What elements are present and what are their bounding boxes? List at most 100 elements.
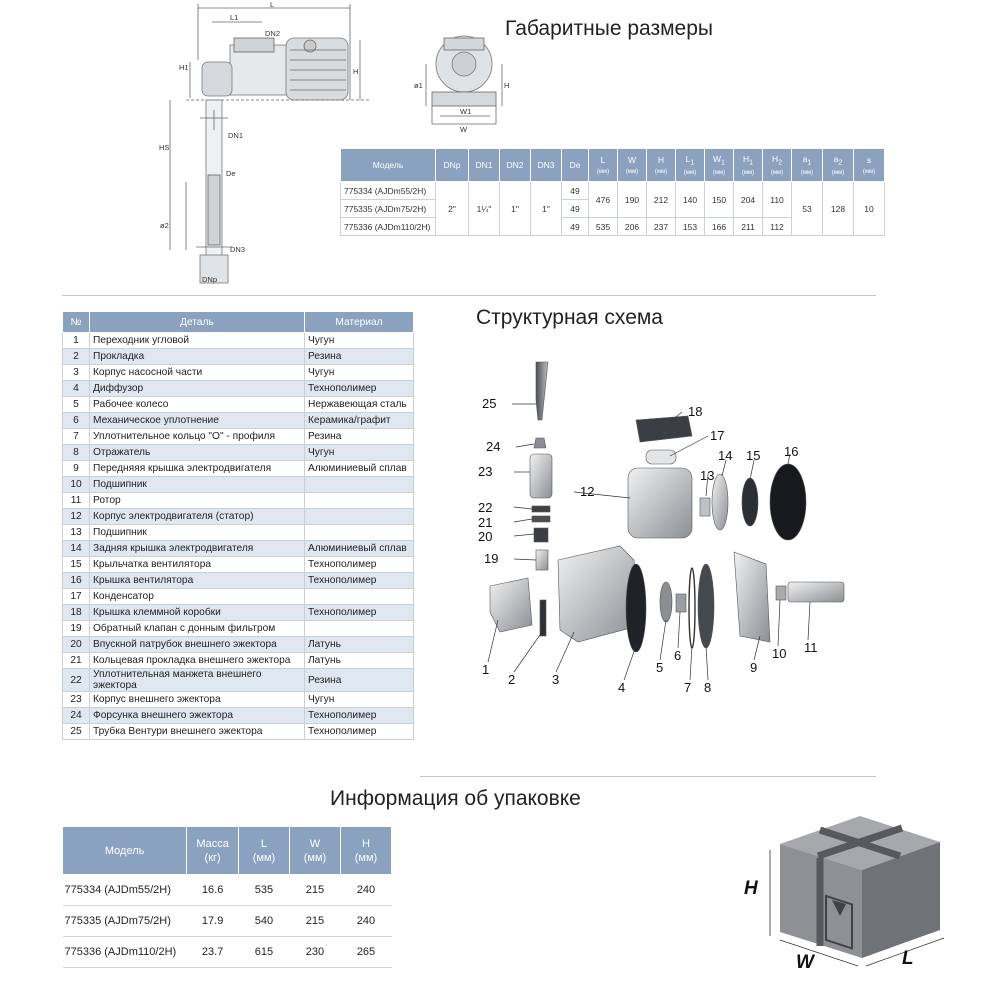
part-number-cell: 9 [62, 460, 90, 477]
callout-14: 14 [718, 448, 732, 463]
part-material-cell: Технополимер [304, 380, 414, 397]
pack-header-model: Модель [61, 826, 188, 875]
dim-label-W1: W1 [460, 107, 471, 116]
ejector-cuff [531, 505, 551, 513]
dim-header-de: De [561, 148, 589, 182]
part-number-cell: 17 [62, 588, 90, 605]
part-name-cell: Механическое уплотнение [89, 412, 305, 429]
part-name-cell: Передняяя крышка электродвигателя [89, 460, 305, 477]
part-material-cell: Керамика/графит [304, 412, 414, 429]
dim-w-cell: 190 [617, 181, 647, 218]
part-number-cell: 25 [62, 723, 90, 740]
callout-5: 5 [656, 660, 663, 675]
mechanical-seal [675, 593, 687, 613]
part-material-cell: Чугун [304, 364, 414, 381]
pack-mass-cell: 23.7 [186, 936, 239, 968]
part-material-cell: Технополимер [304, 604, 414, 621]
dim-label-H2: H2 [504, 81, 510, 90]
packaging-title: Информация об упаковке [330, 787, 581, 810]
elbow-adapter [489, 577, 533, 633]
pack-mass-cell: 17.9 [186, 905, 239, 937]
part-number-cell: 1 [62, 332, 90, 349]
dim-header-h2: H2(мм) [762, 148, 792, 182]
dim-dnp-cell: 2" [435, 181, 469, 236]
callout-24: 24 [486, 439, 500, 454]
part-name-cell: Трубка Вентури внешнего эжектора [89, 723, 305, 740]
dim-header-model: Модель [340, 148, 436, 182]
callout-4: 4 [618, 680, 625, 695]
part-name-cell: Ротор [89, 492, 305, 509]
part-name-cell: Корпус внешнего эжектора [89, 691, 305, 708]
pack-model-cell: 775334 (AJDm55/2H) [62, 874, 187, 906]
exploded-view-diagram: 25 24 23 22 21 20 19 12 18 17 13 14 15 1… [478, 361, 845, 695]
part-material-cell: Технополимер [304, 556, 414, 573]
gasket [539, 599, 547, 637]
callout-9: 9 [750, 660, 757, 675]
dim-dn1-cell: 1¼" [468, 181, 500, 236]
divider [420, 776, 876, 777]
part-name-cell: Корпус насосной части [89, 364, 305, 381]
inlet-pipe [533, 527, 549, 543]
dim-de-cell: 49 [561, 217, 589, 236]
part-name-cell: Отражатель [89, 444, 305, 461]
dim-header-dn3: DN3 [530, 148, 562, 182]
part-number-cell: 20 [62, 636, 90, 653]
callout-23: 23 [478, 464, 492, 479]
pack-w-cell: 215 [289, 905, 341, 937]
part-material-cell: Латунь [304, 652, 414, 669]
bearing [775, 585, 787, 601]
dim-label-HS: HS [159, 143, 169, 152]
pack-l-cell: 535 [238, 874, 290, 906]
dim-header-dnp: DNp [435, 148, 469, 182]
terminal-box-cover [635, 415, 693, 443]
part-name-cell: Впускной патрубок внешнего эжектора [89, 636, 305, 653]
dim-h-cell: 212 [646, 181, 676, 218]
dim-label-DN2: DN2 [265, 29, 280, 38]
pack-h-cell: 265 [340, 936, 392, 968]
callout-7: 7 [684, 680, 691, 695]
pump-body [557, 545, 639, 643]
callout-3: 3 [552, 672, 559, 687]
dim-l1-cell: 140 [675, 181, 705, 218]
pack-h-cell: 240 [340, 905, 392, 937]
pack-model-cell: 775336 (AJDm110/2H) [62, 936, 187, 968]
callout-15: 15 [746, 448, 760, 463]
pump-front-view: ø1 H2 W1 W [414, 35, 510, 134]
capacitor [645, 449, 677, 465]
part-material-cell [304, 508, 414, 525]
dim-label-DN3: DN3 [230, 245, 245, 254]
dim-header-l1: L1(мм) [675, 148, 705, 182]
pack-w-cell: 230 [289, 936, 341, 968]
dim-de-cell: 49 [561, 181, 589, 200]
callout-6: 6 [674, 648, 681, 663]
part-number-cell: 2 [62, 348, 90, 365]
part-material-cell: Чугун [304, 691, 414, 708]
part-material-cell [304, 524, 414, 541]
part-material-cell: Алюминиевый сплав [304, 460, 414, 477]
structure-title: Структурная схема [476, 306, 663, 329]
dim-header-w1: W1(мм) [704, 148, 734, 182]
dim-l-cell: 476 [588, 181, 618, 218]
dim-label-L1: L1 [230, 13, 238, 22]
dim-label-H: H [353, 67, 358, 76]
part-number-cell: 3 [62, 364, 90, 381]
dim-h1-cell: 211 [733, 217, 763, 236]
part-name-cell: Конденсатор [89, 588, 305, 605]
dim-header-l: L(мм) [588, 148, 618, 182]
check-valve [535, 549, 549, 571]
part-number-cell: 10 [62, 476, 90, 493]
part-name-cell: Уплотнительная манжета внешнего эжектора [89, 668, 305, 692]
